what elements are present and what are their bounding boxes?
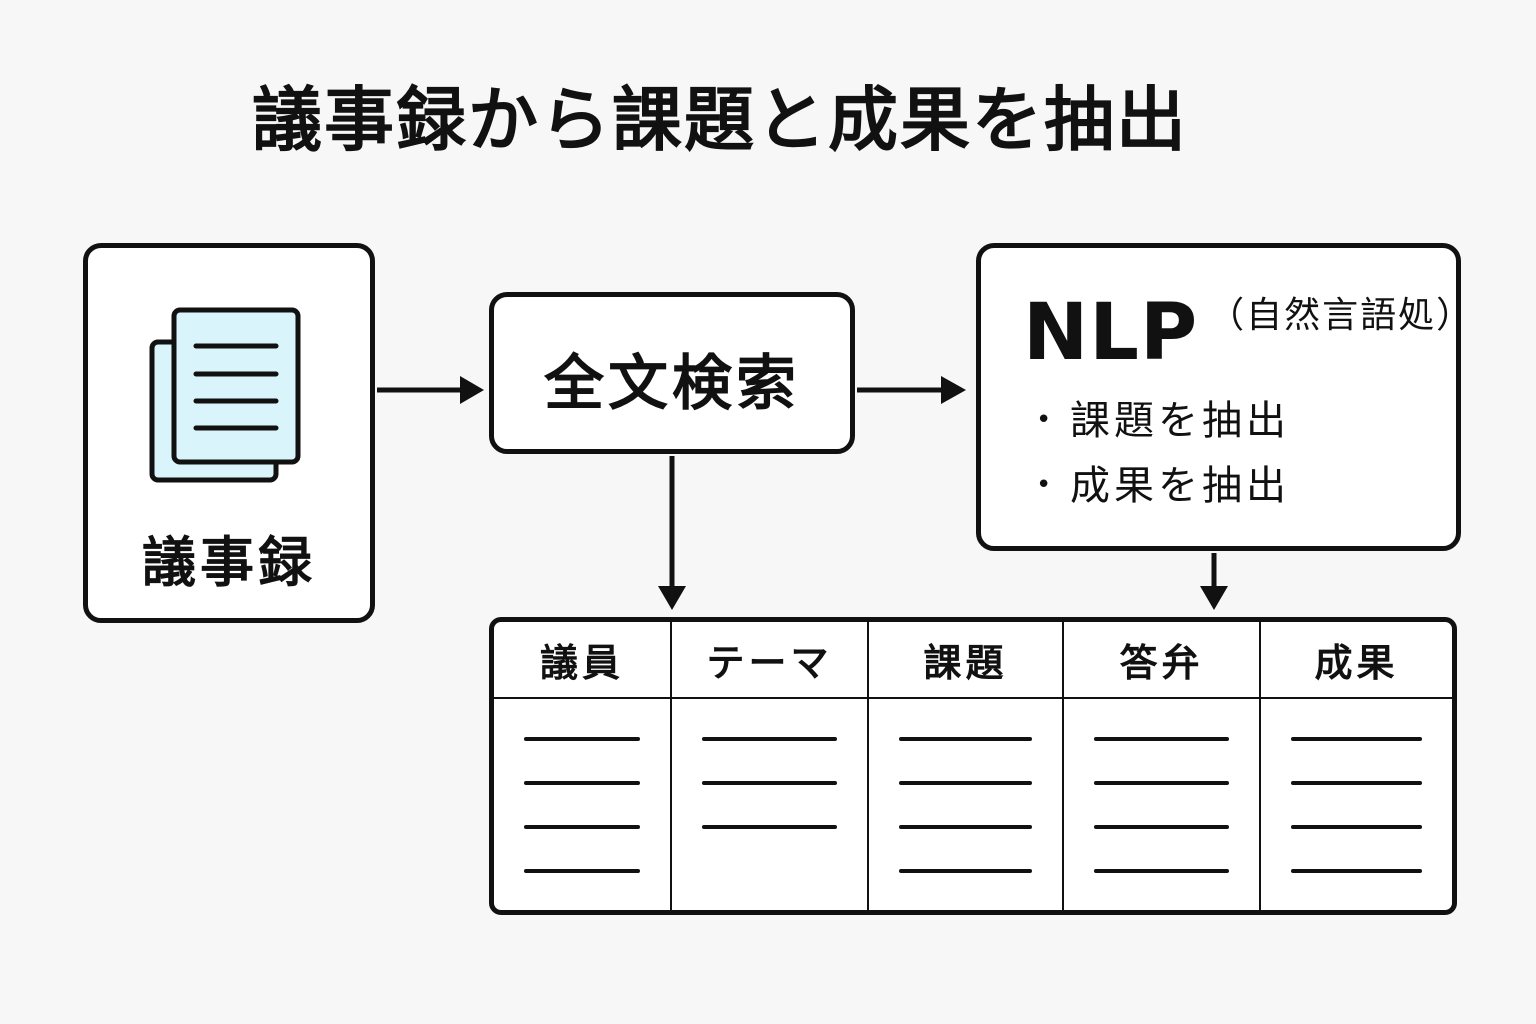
- placeholder-line: [1094, 737, 1229, 741]
- documents-icon: [149, 307, 301, 483]
- placeholder-line: [1291, 825, 1422, 829]
- placeholder-line: [524, 737, 640, 741]
- placeholder-line: [702, 737, 837, 741]
- table-column: 課題: [867, 622, 1062, 910]
- arrow-search-to-nlp: [857, 376, 966, 404]
- column-header: 答弁: [1064, 622, 1259, 699]
- bullet-icon: •: [1036, 470, 1056, 500]
- placeholder-line: [899, 825, 1032, 829]
- nlp-subtitle: （自然言語処）: [1208, 295, 1475, 336]
- placeholder-line: [1094, 825, 1229, 829]
- table-column: 議員: [494, 622, 670, 910]
- result-table: 議員 テーマ 課題 答弁 成果: [489, 617, 1457, 915]
- placeholder-line: [899, 869, 1032, 873]
- arrow-search-to-table: [658, 456, 686, 610]
- placeholder-line: [899, 737, 1032, 741]
- source-label: 議事録: [142, 531, 316, 594]
- placeholder-line: [1094, 781, 1229, 785]
- search-label: 全文検索: [544, 349, 800, 419]
- nlp-task-item: • 課題を抽出: [1036, 388, 1290, 453]
- nlp-task-text: 課題を抽出: [1070, 398, 1290, 444]
- placeholder-line: [899, 781, 1032, 785]
- bullet-icon: •: [1036, 405, 1056, 435]
- column-header: 成果: [1261, 622, 1452, 699]
- arrow-nlp-to-table: [1200, 553, 1228, 610]
- nlp-box: NLP（自然言語処） • 課題を抽出 • 成果を抽出: [976, 243, 1472, 551]
- nlp-task-item: • 成果を抽出: [1036, 453, 1290, 518]
- table-column: 成果: [1259, 622, 1452, 910]
- placeholder-line: [524, 825, 640, 829]
- placeholder-line: [524, 869, 640, 873]
- diagram-title: 議事録から課題と成果を抽出: [252, 79, 1188, 161]
- nlp-name: NLP: [1023, 288, 1199, 378]
- placeholder-line: [1291, 781, 1422, 785]
- nlp-task-list: • 課題を抽出 • 成果を抽出: [1036, 388, 1290, 518]
- placeholder-line: [702, 825, 837, 829]
- column-header: 課題: [869, 622, 1062, 699]
- source-minutes-box: 議事録: [83, 243, 375, 623]
- table-column: テーマ: [670, 622, 867, 910]
- column-header: テーマ: [672, 622, 867, 699]
- placeholder-line: [524, 781, 640, 785]
- placeholder-line: [702, 781, 837, 785]
- placeholder-line: [1291, 737, 1422, 741]
- placeholder-line: [1094, 869, 1229, 873]
- table-column: 答弁: [1062, 622, 1259, 910]
- nlp-task-text: 成果を抽出: [1070, 463, 1290, 509]
- arrow-minutes-to-search: [377, 376, 484, 404]
- placeholder-line: [1291, 869, 1422, 873]
- column-header: 議員: [494, 622, 670, 699]
- fulltext-search-box: 全文検索: [489, 292, 855, 454]
- nlp-title: NLP（自然言語処）: [1023, 286, 1474, 378]
